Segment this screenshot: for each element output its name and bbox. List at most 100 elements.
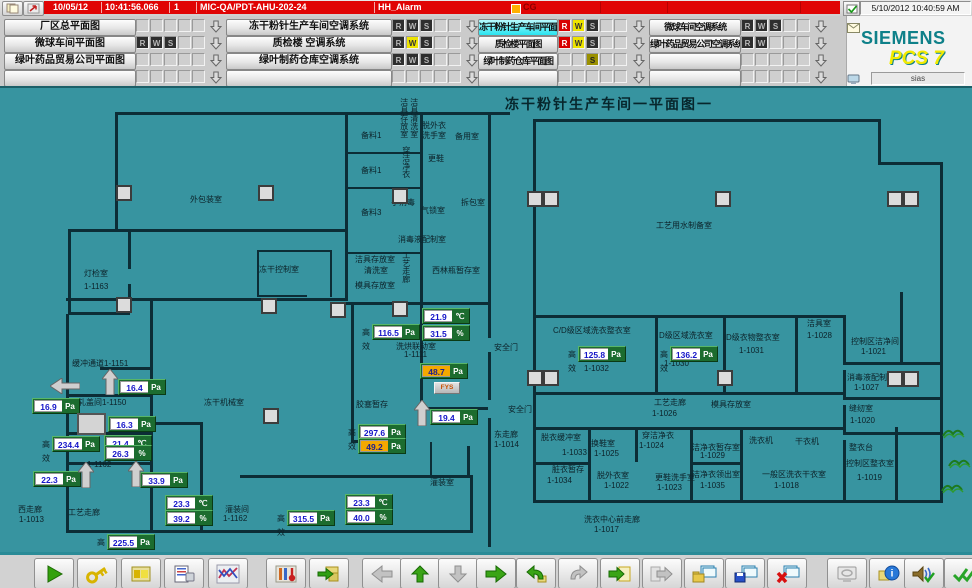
- alarm-ack-icon[interactable]: [843, 1, 860, 16]
- alarm-cell: W: [572, 19, 585, 32]
- nav-button-microsphere-workshop-plan[interactable]: 微球车间平面图: [4, 36, 136, 53]
- undo-button[interactable]: [516, 558, 556, 588]
- process-values-button[interactable]: [266, 558, 306, 588]
- nav-button-blank-4[interactable]: [649, 53, 741, 70]
- measurement-display[interactable]: 高效225.5Pa: [97, 534, 155, 561]
- bell-icon[interactable]: [814, 36, 828, 51]
- bell-icon[interactable]: [465, 70, 479, 85]
- screen-preview-button[interactable]: [827, 558, 867, 588]
- alarm-tag: MIC-QA/PDT-AHU-202-24: [200, 2, 307, 12]
- bell-icon[interactable]: [209, 36, 223, 51]
- measured-value: 39.2: [167, 512, 195, 524]
- bell-icon[interactable]: [632, 36, 646, 51]
- nav-button-warehouse-ahu[interactable]: 绿叶制药仓库空调系统: [226, 53, 392, 70]
- measurement-display[interactable]: 23.3℃: [165, 495, 213, 511]
- note-icon[interactable]: [2, 1, 23, 16]
- alarm-cell: [178, 36, 191, 49]
- open-windows-button[interactable]: [684, 558, 724, 588]
- unit-label: Pa: [85, 440, 95, 449]
- runtime-button[interactable]: [34, 558, 74, 588]
- room-label: 1-1024: [639, 441, 664, 450]
- delete-windows-button[interactable]: [767, 558, 807, 588]
- bell-icon[interactable]: [465, 19, 479, 34]
- screen-in-button[interactable]: [600, 558, 640, 588]
- wall: [843, 315, 846, 362]
- measurement-display[interactable]: 31.5%: [422, 325, 470, 341]
- bell-icon[interactable]: [632, 53, 646, 68]
- status-cells: [741, 53, 811, 68]
- wall: [115, 112, 118, 229]
- nav-button-blank-1[interactable]: [4, 70, 136, 87]
- info-button[interactable]: i: [869, 558, 909, 588]
- nav-button-blank-5[interactable]: [649, 70, 741, 87]
- nav-button-warehouse-plan[interactable]: 绿叶制药仓库平面图: [478, 53, 558, 70]
- bell-icon[interactable]: [209, 19, 223, 34]
- nav-button-luye-trade-ahu[interactable]: 绿叶药品贸易公司空调系统: [649, 36, 741, 53]
- measurement-display[interactable]: 23.3℃: [345, 494, 393, 510]
- bell-icon[interactable]: [814, 53, 828, 68]
- report-button[interactable]: [164, 558, 204, 588]
- nav-button-luye-trade-company-plan[interactable]: 绿叶药品贸易公司平面图: [4, 53, 136, 70]
- nav-button-plant-overview-plan[interactable]: 厂区总平面图: [4, 19, 136, 36]
- wall: [690, 462, 743, 465]
- alarm-banner[interactable]: 10/05/12 10:41:56.066 1 MIC-QA/PDT-AHU-2…: [44, 1, 840, 14]
- wall: [533, 119, 536, 502]
- nav-down-button[interactable]: [438, 558, 478, 588]
- nav-button-lyo-workshop-plan[interactable]: 冻干粉针生产车间平面图: [478, 19, 558, 36]
- horn-acknowledge-button[interactable]: [904, 558, 944, 588]
- nav-button-qc-building-ahu[interactable]: 质检楼 空调系统: [226, 36, 392, 53]
- save-windows-button[interactable]: [725, 558, 765, 588]
- nav-right-button[interactable]: [476, 558, 516, 588]
- login-key-button[interactable]: [77, 558, 117, 588]
- nav-button-blank-2[interactable]: [226, 70, 392, 87]
- bell-icon[interactable]: [209, 70, 223, 85]
- bell-icon[interactable]: [209, 53, 223, 68]
- nav-button-qc-building-plan[interactable]: 质检楼平面图: [478, 36, 558, 53]
- alarm-list-button[interactable]: [121, 558, 161, 588]
- jump-icon[interactable]: [23, 1, 44, 16]
- room-label: 外包装室: [190, 195, 222, 204]
- bell-icon[interactable]: [632, 70, 646, 85]
- nav-left-button[interactable]: [362, 558, 402, 588]
- bell-icon[interactable]: [465, 53, 479, 68]
- measurement-display[interactable]: 21.9℃: [422, 308, 470, 324]
- room-label: 胶塞暂存: [356, 400, 388, 409]
- wall: [68, 312, 130, 315]
- trend-button[interactable]: [208, 558, 248, 588]
- monitor-icon[interactable]: [847, 72, 860, 84]
- nav-button-microsphere-ahu[interactable]: 微球车间空调系统: [649, 19, 741, 36]
- nav-button-lyo-workshop-ahu[interactable]: 冻干粉针生产车间空调系统: [226, 19, 392, 36]
- nav-button-blank-3[interactable]: [478, 70, 558, 87]
- redo-button[interactable]: [558, 558, 598, 588]
- measurement-display[interactable]: 40.0%: [345, 509, 393, 525]
- room-label: 1-1014: [494, 440, 519, 449]
- bell-icon[interactable]: [814, 70, 828, 85]
- measurement-display[interactable]: 39.2%: [165, 510, 213, 526]
- alarm-cell: [783, 53, 796, 66]
- mail-icon[interactable]: [847, 20, 860, 33]
- screen-out-button[interactable]: [642, 558, 682, 588]
- bell-icon[interactable]: [465, 36, 479, 51]
- export-data-button[interactable]: [309, 558, 349, 588]
- measurement-display[interactable]: 26.3%: [104, 445, 152, 461]
- acknowledge-all-button[interactable]: [944, 558, 972, 588]
- room-label: 1-1162: [87, 460, 112, 469]
- fys-button[interactable]: FYS: [434, 382, 460, 394]
- bell-icon[interactable]: [814, 19, 828, 34]
- nav-up-button[interactable]: [400, 558, 440, 588]
- bell-icon[interactable]: [632, 19, 646, 34]
